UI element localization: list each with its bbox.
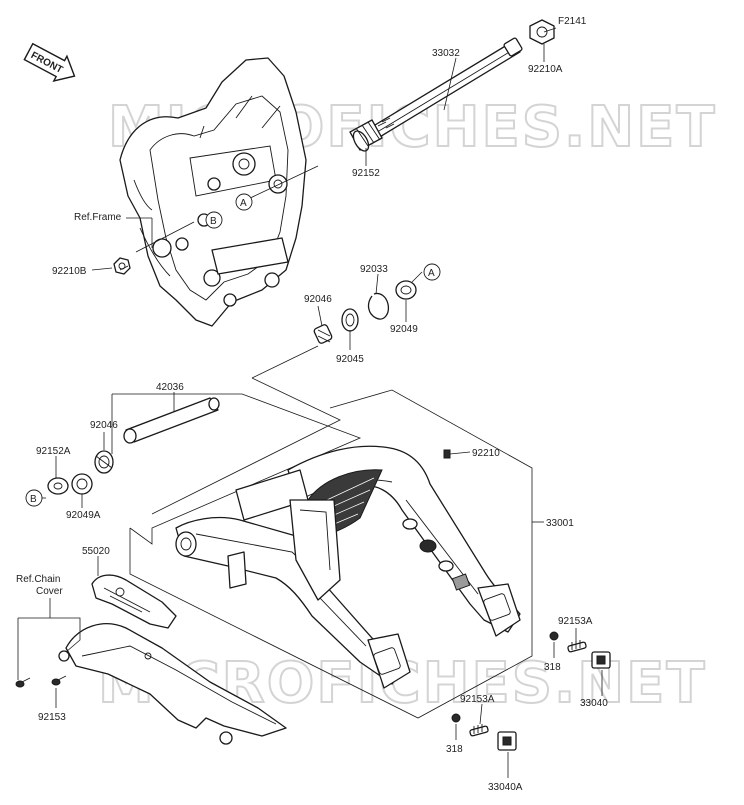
front-arrow-icon: FRONT bbox=[23, 42, 76, 82]
label-92210B: 92210B bbox=[52, 266, 87, 277]
collar-92152 bbox=[349, 119, 383, 152]
washer-318-right bbox=[549, 631, 559, 641]
chain-cover-ref bbox=[58, 623, 287, 745]
label-92152A: 92152A bbox=[36, 446, 71, 457]
label-92049: 92049 bbox=[390, 324, 418, 335]
label-33032: 33032 bbox=[432, 48, 460, 59]
label-318-right: 318 bbox=[544, 662, 561, 673]
bolt-92153A-bottom bbox=[469, 724, 489, 737]
bolt-92153-a bbox=[15, 677, 31, 688]
label-92153A-bottom: 92153A bbox=[460, 694, 495, 705]
label-92045: 92045 bbox=[336, 354, 364, 365]
leader-lines bbox=[17, 27, 603, 778]
bearing-92045 bbox=[341, 308, 359, 332]
label-33001: 33001 bbox=[546, 518, 574, 529]
adjuster-33040A bbox=[497, 731, 517, 751]
marker-a-right: A bbox=[423, 263, 441, 281]
label-92046-left: 92046 bbox=[90, 420, 118, 431]
marker-b-left-label: B bbox=[30, 494, 37, 505]
label-92210: 92210 bbox=[472, 448, 500, 459]
washer-318-bottom bbox=[451, 713, 461, 723]
pivot-shaft-42036 bbox=[123, 397, 220, 444]
collar-92152A bbox=[47, 477, 69, 495]
marker-a-top-label: A bbox=[240, 198, 247, 209]
label-ref-cover: Cover bbox=[36, 586, 63, 597]
bolt-92153-b bbox=[51, 675, 67, 686]
label-92153A-right: 92153A bbox=[558, 616, 593, 627]
marker-b-frame-label: B bbox=[210, 216, 217, 227]
label-33040: 33040 bbox=[580, 698, 608, 709]
marker-b-left: B bbox=[25, 489, 43, 507]
label-92049A: 92049A bbox=[66, 510, 101, 521]
label-92153: 92153 bbox=[38, 712, 66, 723]
bolt-92153A-right bbox=[567, 640, 587, 653]
marker-b-frame: B bbox=[205, 211, 223, 229]
seal-92049A bbox=[71, 473, 93, 495]
adjuster-33040 bbox=[591, 651, 611, 669]
label-42036: 42036 bbox=[156, 382, 184, 393]
label-55020: 55020 bbox=[82, 546, 110, 557]
marker-a-right-label: A bbox=[428, 268, 435, 279]
label-92046-top: 92046 bbox=[304, 294, 332, 305]
seal-92049 bbox=[395, 280, 417, 300]
label-92152: 92152 bbox=[352, 168, 380, 179]
nut-92210B bbox=[113, 257, 131, 275]
snap-ring-92033 bbox=[367, 292, 390, 320]
bearing-92046-left bbox=[94, 450, 114, 474]
nut-92210A bbox=[529, 19, 555, 45]
frame-drawing bbox=[119, 57, 307, 327]
bearing-92046-top bbox=[313, 324, 333, 344]
swingarm-33001 bbox=[175, 445, 521, 689]
label-ref-frame: Ref.Frame bbox=[74, 212, 122, 223]
label-92033: 92033 bbox=[360, 264, 388, 275]
label-f2141: F2141 bbox=[558, 16, 587, 27]
chain-guard-55020 bbox=[91, 574, 177, 629]
marker-a-top: A bbox=[235, 193, 253, 211]
label-92210A: 92210A bbox=[528, 64, 563, 75]
label-33040A: 33040A bbox=[488, 782, 523, 793]
label-318-bottom: 318 bbox=[446, 744, 463, 755]
label-ref-chain: Ref.Chain bbox=[16, 574, 60, 585]
